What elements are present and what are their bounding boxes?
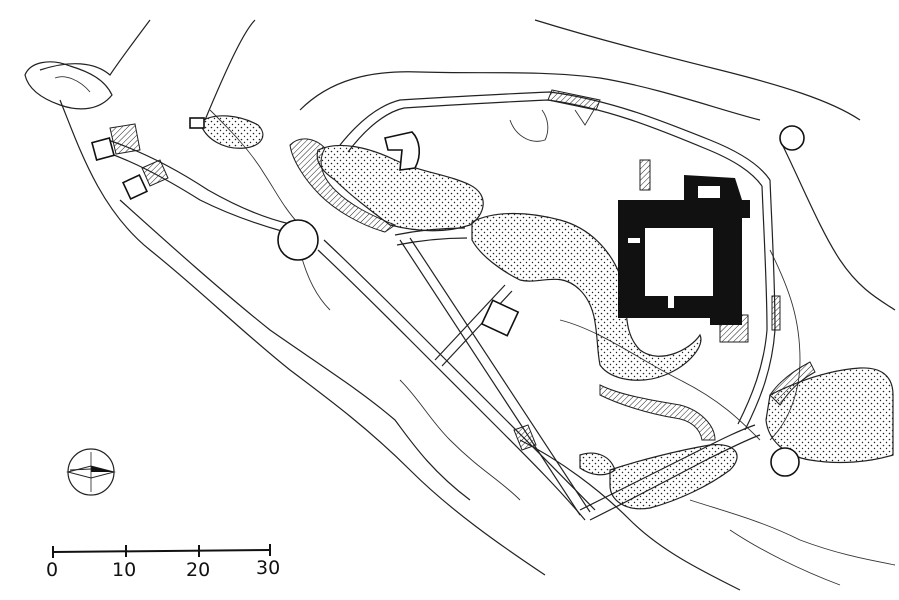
- scale-tick-label: 0: [46, 559, 59, 581]
- scale-tick-label: 20: [186, 559, 211, 581]
- scale-bar: [52, 544, 271, 558]
- keep-building: [618, 175, 750, 325]
- scale-tick-label: 10: [112, 559, 137, 581]
- scale-tick-label: 30: [256, 557, 281, 579]
- compass-rose-icon: [66, 448, 116, 496]
- rock-outcrops: [24, 61, 894, 510]
- round-towers: [277, 125, 805, 477]
- small-structures: [90, 107, 596, 337]
- enclosure-walls: [99, 91, 776, 521]
